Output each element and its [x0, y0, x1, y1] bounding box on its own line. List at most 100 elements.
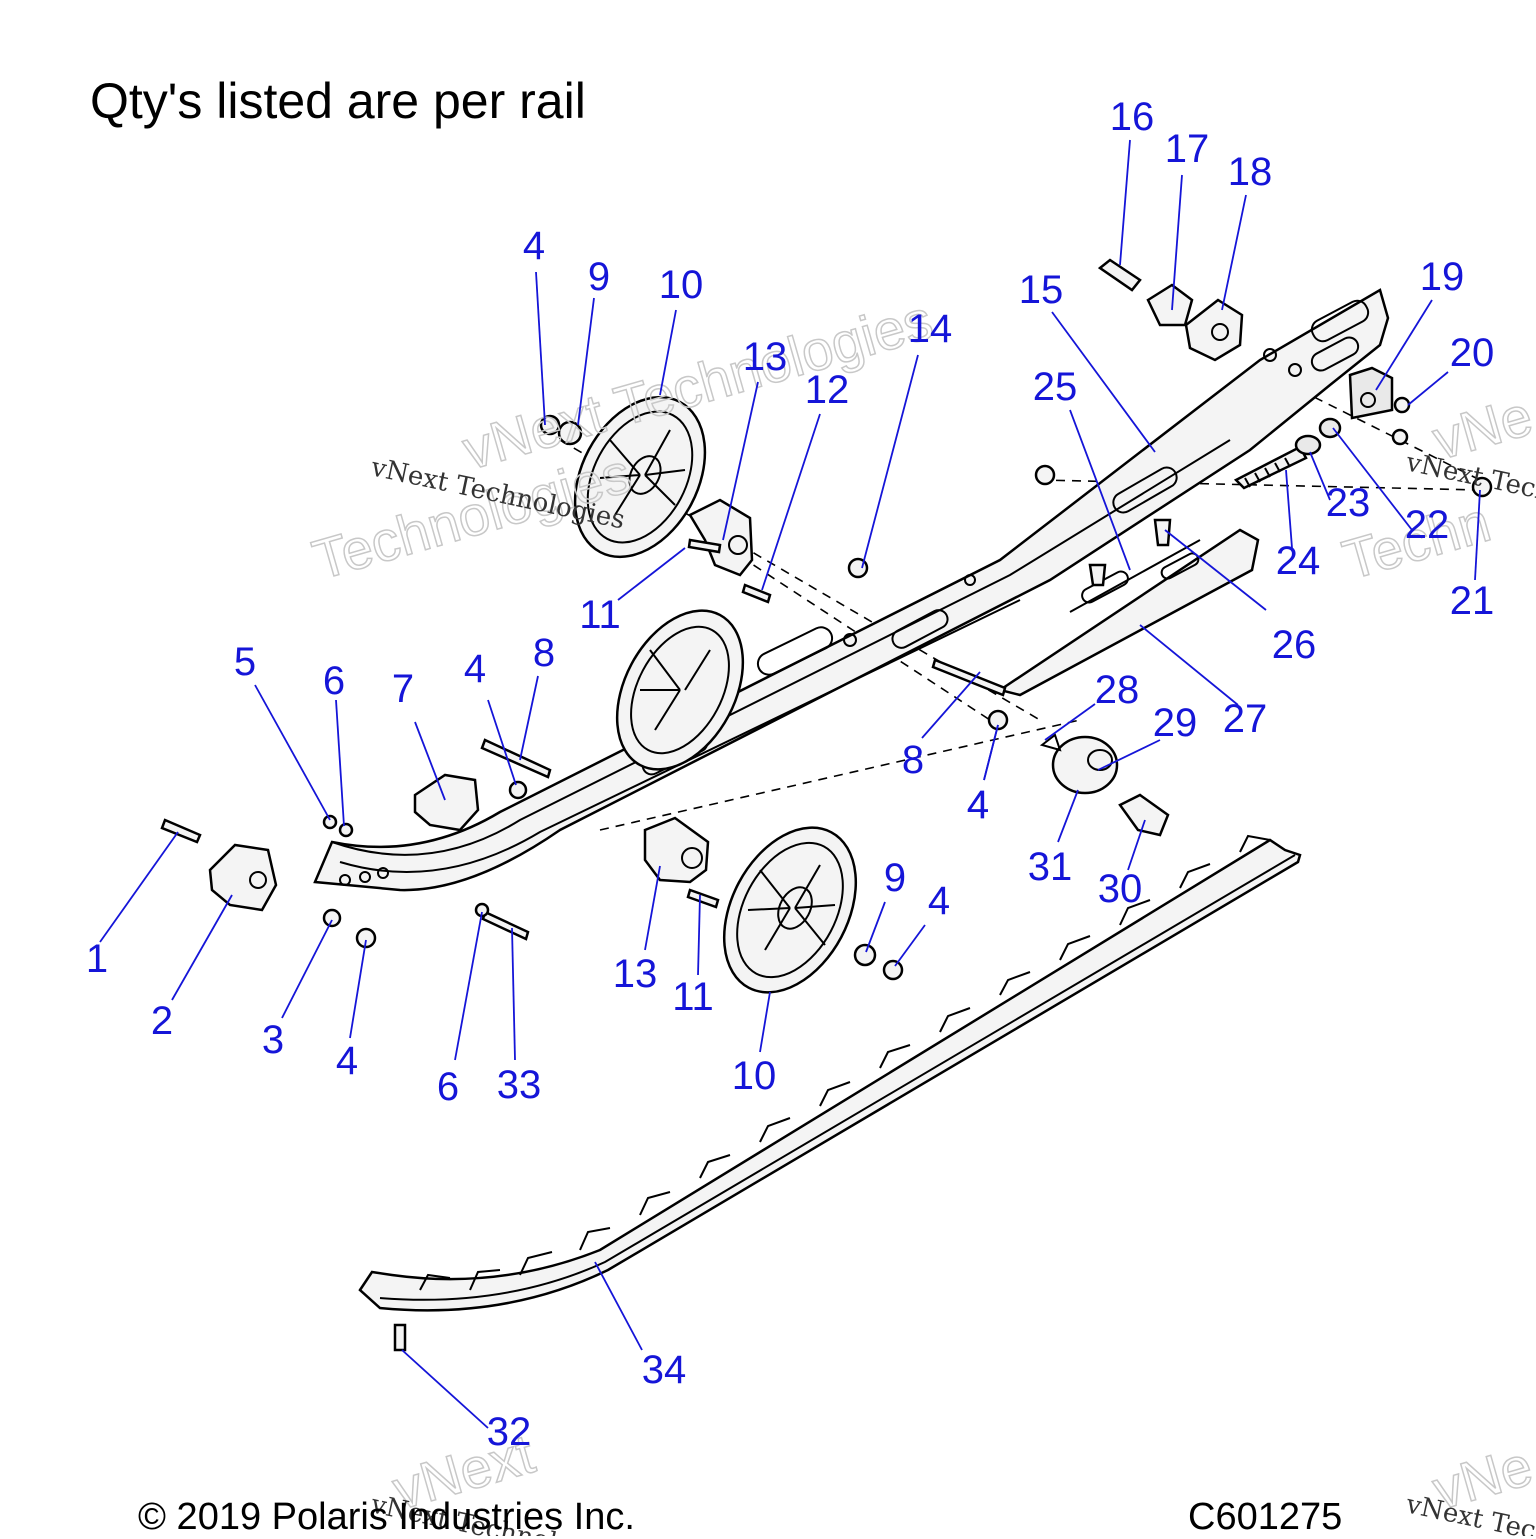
- callout-label-22: 22: [1405, 503, 1450, 547]
- callout-label-14: 14: [908, 307, 953, 351]
- callout-leader: [761, 413, 821, 591]
- callout-leader: [759, 991, 771, 1053]
- callout-label-23: 23: [1326, 481, 1371, 525]
- collar: [1051, 735, 1119, 795]
- callout-label-4: 4: [967, 783, 989, 827]
- callout-label-19: 19: [1420, 255, 1465, 299]
- callout-label-4: 4: [523, 224, 545, 268]
- callout-leader: [171, 894, 233, 1001]
- callout-leader: [1474, 489, 1481, 581]
- callout-label-30: 30: [1098, 867, 1143, 911]
- callout-leader: [1127, 819, 1146, 871]
- callout-label-8: 8: [902, 738, 924, 782]
- callout-label-3: 3: [262, 1018, 284, 1062]
- callout-leader: [1375, 299, 1433, 391]
- callout-leader: [577, 297, 595, 426]
- callout-label-6: 6: [437, 1065, 459, 1109]
- callout-leader: [1051, 311, 1156, 453]
- callout-label-2: 2: [151, 999, 173, 1043]
- callout-label-10: 10: [659, 263, 704, 307]
- callout-label-17: 17: [1165, 127, 1210, 171]
- callout-leader: [1044, 703, 1096, 741]
- callout-leader: [401, 1349, 489, 1429]
- callout-leader: [535, 271, 546, 426]
- callout-leader: [1407, 371, 1449, 406]
- callout-label-18: 18: [1228, 150, 1273, 194]
- callout-label-7: 7: [392, 667, 414, 711]
- callout-label-4: 4: [967, 783, 989, 827]
- front-cap: [208, 843, 278, 912]
- callout-leader: [1097, 739, 1161, 771]
- callout-leader: [1285, 469, 1293, 549]
- callout-leader: [617, 547, 686, 601]
- callout-leader: [921, 671, 981, 739]
- callout-label-9: 9: [588, 255, 610, 299]
- callout-label-12: 12: [805, 368, 850, 412]
- callout-label-13: 13: [743, 335, 788, 379]
- callout-leader: [659, 309, 677, 396]
- callout-leader: [414, 721, 446, 801]
- callout-label-8: 8: [533, 631, 555, 675]
- diagram-heading: Qty's listed are per rail: [90, 73, 586, 129]
- callout-label-4: 4: [928, 879, 950, 923]
- callout-label-29: 29: [1153, 701, 1198, 745]
- callout-leader: [1119, 139, 1131, 266]
- spacer: [1146, 283, 1194, 327]
- callout-label-16: 16: [1110, 95, 1155, 139]
- callout-leader: [1332, 427, 1413, 531]
- callout-label-31: 31: [1028, 845, 1073, 889]
- callout-label-5: 5: [234, 640, 256, 684]
- callout-label-33: 33: [497, 1063, 542, 1107]
- callout-leader: [511, 927, 516, 1061]
- callout-leader: [1164, 529, 1267, 611]
- callout-leader: [99, 831, 179, 943]
- lower-idler-wheel: [722, 826, 858, 994]
- callout-label-26: 26: [1272, 623, 1317, 667]
- callout-label-4: 4: [464, 647, 486, 691]
- callout-leader: [281, 919, 333, 1019]
- callout-label-11: 11: [672, 975, 714, 1019]
- hardware-bolts: [160, 258, 1493, 1352]
- upper-idler-wheel: [573, 395, 707, 559]
- wheel-bracket-upper: [688, 498, 754, 577]
- callout-label-6: 6: [323, 659, 345, 703]
- callout-leader-lines: [99, 139, 1481, 1429]
- callout-label-21: 21: [1450, 579, 1495, 623]
- callout-leader: [335, 699, 345, 827]
- suspension-rail: [313, 288, 1390, 892]
- assembly-centerlines: [559, 389, 1481, 831]
- watermark: vNext Technologies Technologies vNext Te…: [305, 287, 1536, 1536]
- callout-leader: [1057, 789, 1079, 843]
- callout-leader: [861, 354, 919, 569]
- callout-leader: [697, 894, 701, 976]
- callout-label-13: 13: [613, 952, 658, 996]
- callout-leader: [1171, 174, 1183, 311]
- callout-leader: [1069, 409, 1131, 571]
- callout-leader: [983, 724, 999, 781]
- callout-label-28: 28: [1095, 668, 1140, 712]
- callout-leader: [865, 901, 886, 953]
- copyright-notice: © 2019 Polaris Industries Inc.: [138, 1496, 635, 1538]
- callout-leader: [519, 675, 539, 761]
- callout-label-4: 4: [336, 1039, 358, 1083]
- diagram-code: C601275: [1188, 1496, 1343, 1538]
- callout-leader: [894, 924, 926, 967]
- callout-leader: [722, 381, 759, 541]
- callout-label-11: 11: [579, 593, 621, 637]
- adjuster-rod: [1233, 417, 1342, 490]
- callout-leader: [1309, 451, 1331, 501]
- callout-leader: [487, 699, 517, 786]
- callout-label-1: 1: [86, 937, 108, 981]
- inner-idler-wheel: [615, 609, 745, 771]
- callout-leader: [644, 865, 661, 951]
- callout-label-24: 24: [1276, 539, 1321, 583]
- bushing: [1118, 793, 1170, 837]
- callout-leader: [1139, 624, 1239, 706]
- hyfax-slide: [358, 834, 1302, 1312]
- callout-label-27: 27: [1223, 697, 1268, 741]
- callout-label-20: 20: [1450, 331, 1495, 375]
- callout-leader: [594, 1261, 643, 1351]
- callout-label-25: 25: [1033, 365, 1078, 409]
